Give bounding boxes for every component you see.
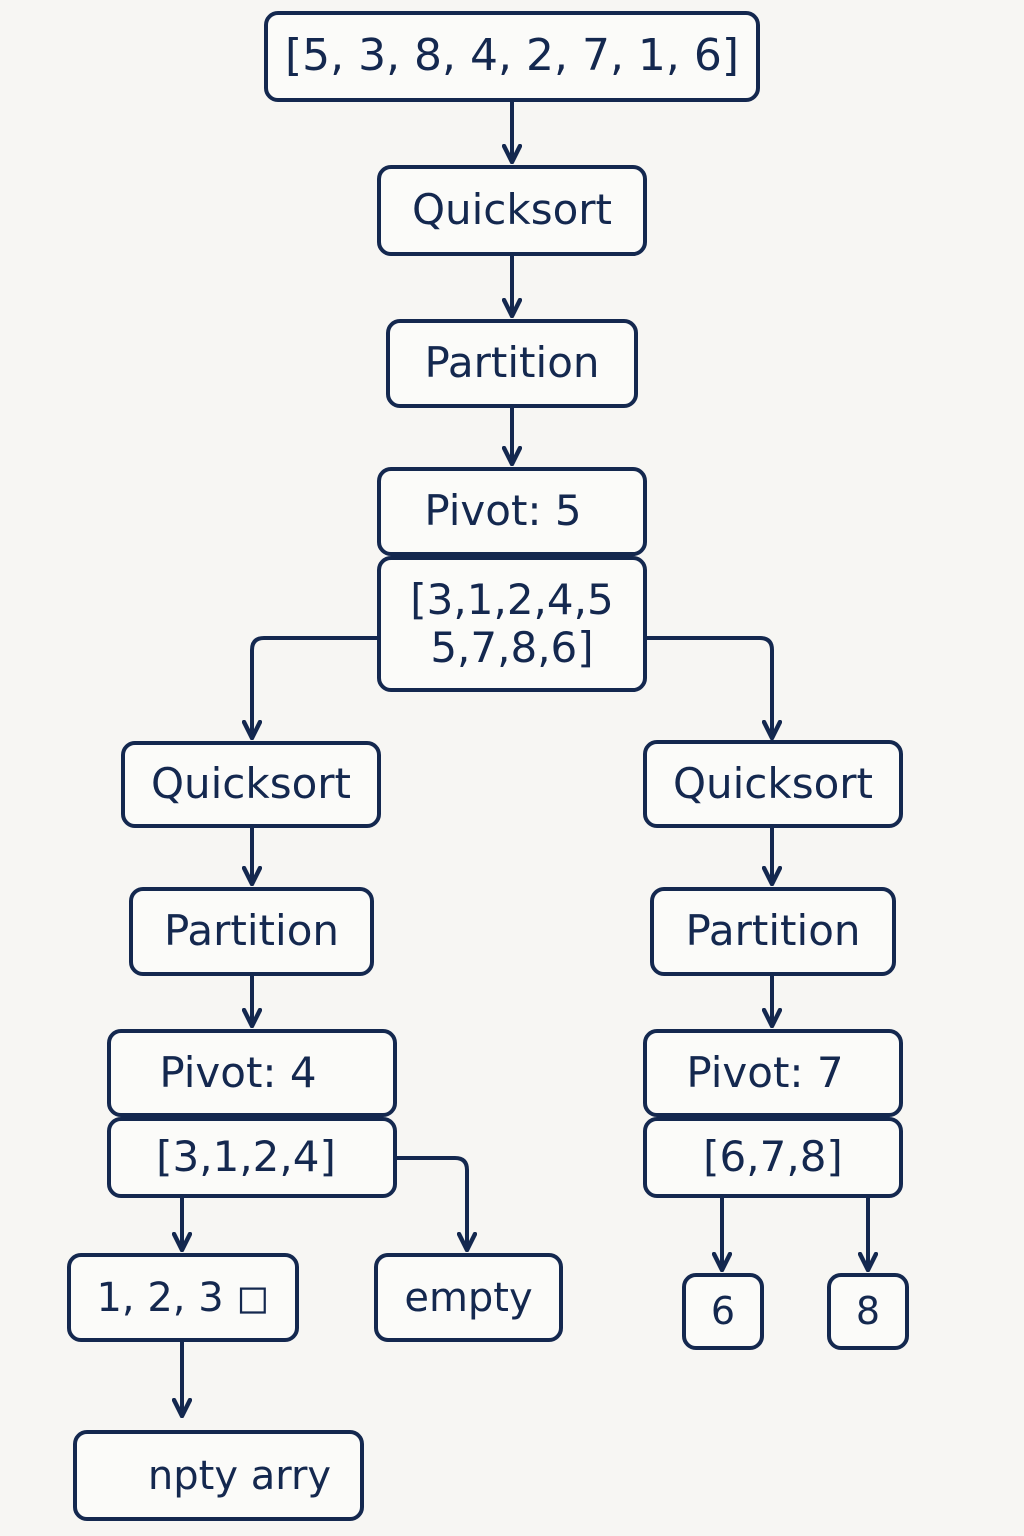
root-quicksort-box: Quicksort bbox=[377, 165, 647, 256]
root-partition-box: Partition bbox=[386, 319, 638, 408]
left-result-label: [3,1,2,4] bbox=[156, 1132, 336, 1182]
left-partition-label: Partition bbox=[163, 906, 340, 956]
left-left-leaf-box: 1, 2, 3 ◻ bbox=[67, 1253, 299, 1342]
right-quicksort-box: Quicksort bbox=[643, 740, 903, 828]
root-partition-label: Partition bbox=[424, 338, 600, 388]
root-result-line2: 5,7,8,6] bbox=[430, 623, 594, 672]
left-quicksort-label: Quicksort bbox=[150, 759, 352, 809]
arrow-root-to-left-quicksort bbox=[252, 636, 380, 740]
left-result-box: [3,1,2,4] bbox=[107, 1117, 397, 1198]
right-right-leaf-box: 8 bbox=[827, 1273, 909, 1350]
input-array-box: [5, 3, 8, 4, 2, 7, 1, 6] bbox=[264, 11, 760, 102]
root-quicksort-label: Quicksort bbox=[411, 185, 613, 235]
left-pivot-box: Pivot: 4 bbox=[107, 1029, 397, 1117]
root-result-box: [3,1,2,4,5 5,7,8,6] bbox=[377, 556, 647, 692]
right-partition-box: Partition bbox=[650, 887, 896, 976]
left-bottom-leaf-box: npty arry bbox=[73, 1430, 364, 1521]
left-right-leaf-box: empty bbox=[374, 1253, 563, 1342]
left-quicksort-box: Quicksort bbox=[121, 741, 381, 828]
arrow-root-to-right-quicksort bbox=[644, 636, 772, 740]
left-right-leaf-label: empty bbox=[404, 1274, 533, 1321]
left-bottom-leaf-label: npty arry bbox=[147, 1452, 332, 1499]
root-pivot-label: Pivot: 5 bbox=[424, 486, 582, 536]
left-left-leaf-label: 1, 2, 3 ◻ bbox=[96, 1274, 270, 1321]
right-pivot-label: Pivot: 7 bbox=[686, 1047, 844, 1097]
right-left-leaf-label: 6 bbox=[710, 1288, 736, 1333]
left-partition-box: Partition bbox=[129, 887, 374, 976]
root-pivot-box: Pivot: 5 bbox=[377, 467, 647, 556]
root-result-line1: [3,1,2,4,5 bbox=[410, 574, 614, 624]
left-pivot-label: Pivot: 4 bbox=[159, 1047, 317, 1097]
right-pivot-box: Pivot: 7 bbox=[643, 1029, 903, 1117]
right-right-leaf-label: 8 bbox=[855, 1288, 881, 1333]
right-result-label: [6,7,8] bbox=[703, 1132, 843, 1182]
input-array-text: [5, 3, 8, 4, 2, 7, 1, 6] bbox=[284, 30, 740, 82]
arrow-left-result-to-empty bbox=[394, 1156, 467, 1252]
right-quicksort-label: Quicksort bbox=[672, 758, 874, 808]
right-left-leaf-box: 6 bbox=[682, 1273, 764, 1350]
right-partition-label: Partition bbox=[685, 906, 861, 956]
right-result-box: [6,7,8] bbox=[643, 1117, 903, 1198]
